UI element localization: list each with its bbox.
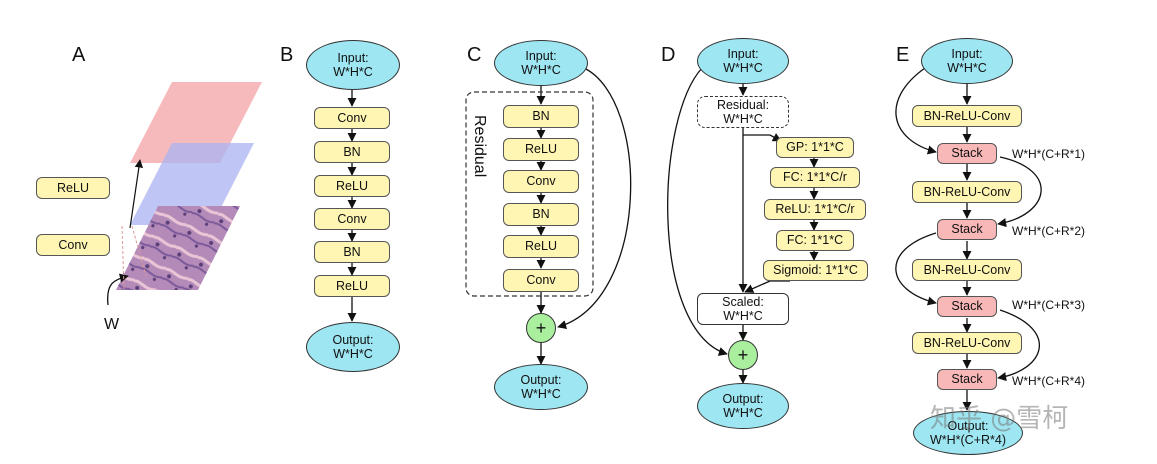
panel-label-e: E [896,44,910,66]
panel-e-stack-dim: W*H*(C+R*4) [1012,374,1086,388]
panel-c-arrows [536,67,632,365]
panel-b-step: Conv [314,107,390,129]
tissue-image-plane [116,206,240,290]
red-feature-plane [130,82,262,163]
panel-d-scaled: Scaled: W*H*C [697,293,789,325]
panel-b-output: Output: W*H*C [306,322,400,372]
panel-c-step: Conv [503,170,579,193]
panel-e-input: Input: W*H*C [921,38,1013,84]
panel-c-step: Conv [503,269,579,292]
panel-label-d: D [661,44,676,66]
panel-b-step: ReLU [314,175,390,197]
panel-e-bn-relu-conv: BN-ReLU-Conv [912,332,1022,354]
blue-feature-plane [130,143,254,225]
panel-a-conv: Conv [36,234,110,256]
panel-d-output: Output: W*H*C [697,383,789,429]
panel-c-step: ReLU [503,235,579,258]
panel-d-se-step: FC: 1*1*C [776,230,854,251]
panel-d-residual: Residual: W*H*C [697,96,789,128]
panel-c-step: BN [503,203,579,226]
panel-c-step: BN [503,105,579,128]
panel-label-b: B [280,44,294,66]
panel-e-bn-relu-conv: BN-ReLU-Conv [912,259,1022,281]
panel-e-bn-relu-conv: BN-ReLU-Conv [912,105,1022,127]
panel-b-input: Input: W*H*C [306,40,400,90]
watermark: 知乎 @雪柯 [930,404,1069,434]
panel-d-input: Input: W*H*C [697,38,789,84]
panel-c-input: Input: W*H*C [494,40,588,86]
panel-d-add-node: + [728,340,758,370]
residual-dashed-box [465,91,594,297]
panel-e-stack: Stack [937,143,997,164]
panel-label-c: C [467,44,482,66]
panel-c-output: Output: W*H*C [494,364,588,410]
panel-e-stack-dim: W*H*(C+R*3) [1012,298,1086,312]
panel-e-stack-dim: W*H*(C+R*1) [1012,147,1086,161]
panel-b-step: BN [314,141,390,163]
panel-e-output: Output: W*H*(C+R*4) [913,411,1023,455]
panel-b-step: ReLU [314,275,390,297]
panel-e-stack-dim: W*H*(C+R*2) [1012,224,1086,238]
panel-a-relu: ReLU [36,177,110,199]
panel-d-se-step: FC: 1*1*C/r [770,167,860,188]
panel-d-se-step: ReLU: 1*1*C/r [764,199,866,220]
panel-d-se-step: GP: 1*1*C [776,137,854,158]
panel-e-stack: Stack [937,369,997,390]
panel-c-residual-label: Residual [471,115,488,178]
panel-c-step: ReLU [503,138,579,161]
panel-a-w-label: W [104,316,120,333]
panel-e-arrows [895,67,1042,411]
panel-label-a: A [72,44,86,66]
panel-d-se-step: Sigmoid: 1*1*C [763,260,868,281]
panel-e-bn-relu-conv: BN-ReLU-Conv [912,181,1022,203]
panel-b-step: BN [314,241,390,263]
panel-e-stack: Stack [937,296,997,317]
panel-a-planes [106,82,262,306]
panel-c-add-node: + [526,313,556,343]
panel-b-step: Conv [314,208,390,230]
panel-e-stack: Stack [937,219,997,240]
